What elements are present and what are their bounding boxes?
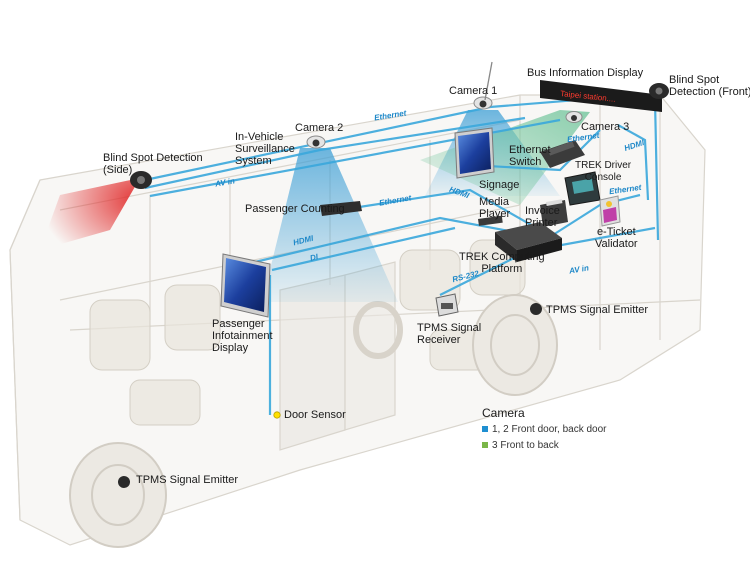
label-invoice-printer: Invoice Printer [525, 205, 560, 229]
blind-spot-front-camera [649, 83, 669, 99]
label-signage: Signage [479, 179, 520, 191]
label-tpms-receiver: TPMS Signal Receiver [417, 322, 482, 346]
label-tpms-emitter-left: TPMS Signal Emitter [136, 474, 239, 486]
trek-computing-platform-device [495, 222, 562, 262]
camera3-device [565, 111, 583, 123]
cables [144, 93, 660, 415]
legend-text-blue: 1, 2 Front door, back door [492, 424, 607, 435]
invoice-printer-device [540, 199, 568, 227]
door-sensor-dot [273, 411, 281, 419]
label-camera1: Camera 1 [449, 85, 498, 97]
label-ethernet-switch: Ethernet Switch [509, 144, 551, 168]
eticket-validator-device [599, 195, 621, 227]
label-trek-driver-console: TREK Driver Console [575, 160, 632, 183]
legend-swatch-blue [482, 426, 488, 433]
legend-text-green: 3 Front to back [492, 440, 559, 451]
legend-swatch-green [482, 442, 488, 449]
label-passenger-counting: Passenger Counting [245, 203, 345, 215]
label-blind-spot-side: Blind Spot Detection (Side) [103, 152, 203, 176]
label-door-sensor: Door Sensor [284, 409, 346, 421]
camera1-device [473, 96, 493, 110]
label-bus-info-display: Bus Information Display [527, 67, 644, 79]
tpms-receiver-device [435, 293, 459, 317]
tpms-emitter-right-dot [530, 303, 542, 315]
camera2-device [306, 135, 326, 149]
bus-information-display: Taipei station.... [540, 80, 662, 112]
label-camera2: Camera 2 [295, 122, 344, 134]
tpms-emitter-left-dot [118, 476, 130, 488]
legend-item-blue: 1, 2 Front door, back door [482, 424, 607, 435]
passenger-infotainment-screen [220, 253, 271, 318]
legend-item-green: 3 Front to back [482, 440, 559, 451]
label-blind-spot-front: Blind Spot Detection (Front) [669, 74, 750, 98]
label-media-player: Media Player [479, 196, 511, 220]
media-player-device [478, 215, 503, 226]
camera3-cone [420, 110, 590, 205]
signage-display [454, 127, 495, 179]
ethernet-switch-device [540, 140, 585, 168]
blind-spot-side-camera [130, 171, 152, 189]
label-in-vehicle-surveillance: In-Vehicle Surveillance System [235, 131, 295, 167]
label-camera3: Camera 3 [581, 121, 630, 133]
label-tpms-emitter-right: TPMS Signal Emitter [546, 304, 649, 316]
label-trek-computing-platform: TREK Computing Platform [459, 251, 545, 275]
steering-wheel [353, 301, 403, 359]
antenna [484, 61, 493, 101]
wheels [69, 294, 558, 548]
blind-spot-side-glow [40, 178, 140, 250]
label-passenger-infotainment: Passenger Infotainment Display [212, 318, 273, 354]
passenger-counting-device [320, 201, 362, 216]
label-eticket-validator: e-Ticket Validator [595, 226, 638, 250]
legend-title: Camera [482, 406, 525, 420]
